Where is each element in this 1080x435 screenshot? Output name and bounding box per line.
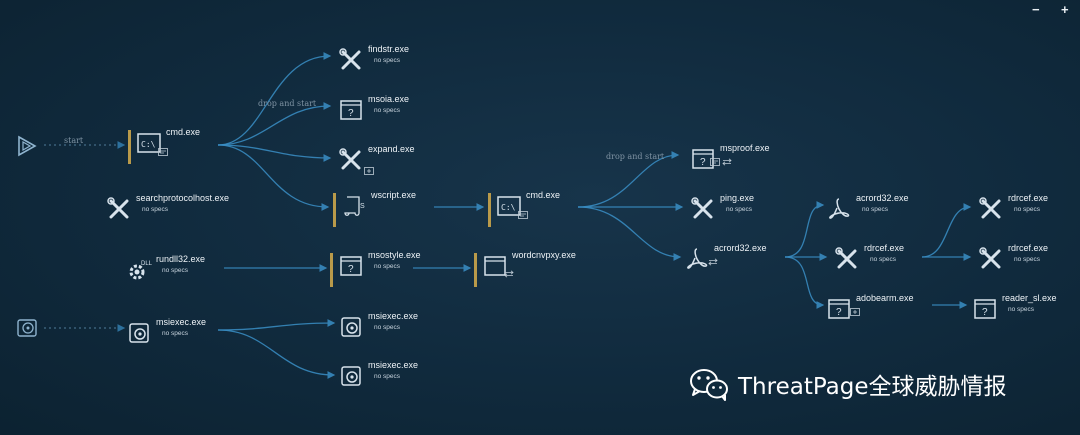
svg-text:C:\: C:\ [141,140,156,149]
process-spec: no specs [374,324,401,331]
network-flag-icon [710,158,720,166]
process-name: ping.exe [720,193,755,203]
process-name: cmd.exe [526,190,561,200]
window-icon [482,253,508,279]
process-name: msiexec.exe [368,311,419,321]
process-name: acrord32.exe [856,193,909,203]
svg-text:?: ? [348,108,354,119]
zoom-in-button[interactable]: + [1061,2,1069,17]
process-name: wordcnvpxy.exe [512,250,576,260]
process-spec: no specs [870,256,897,263]
connection-arrows-icon [708,258,718,266]
tools-icon [834,246,860,272]
installer-disc-icon [338,363,364,389]
network-flag-icon [158,148,168,156]
tools-icon [106,196,132,222]
svg-text:C:\: C:\ [501,203,516,212]
tools-icon [690,196,716,222]
tools-icon [338,147,364,173]
process-name: msoia.exe [368,94,410,104]
svg-text:?: ? [836,307,842,318]
edge-label-start: start [64,136,84,145]
process-name: acrord32.exe [714,243,767,253]
unknown-window-icon: ? [338,253,364,279]
process-name: msostyle.exe [368,250,421,260]
tools-icon [978,196,1004,222]
console-icon: C:\ [136,130,162,156]
svg-text:DLL: DLL [141,261,152,267]
wechat-logo-icon [688,367,730,401]
unknown-window-icon: ? [338,97,364,123]
process-spec: no specs [1008,306,1035,313]
installer-disc-icon [126,320,152,346]
process-name: findstr.exe [368,44,410,54]
process-name: reader_sl.exe [1002,293,1057,303]
process-spec: no specs [374,263,401,270]
tools-icon [338,47,364,73]
watermark-text: ThreatPage全球威胁情报 [738,374,1007,400]
acrobat-icon [826,196,852,222]
process-name: rdrcef.exe [864,243,905,253]
process-name: msiexec.exe [156,317,207,327]
zoom-out-button[interactable]: − [1032,2,1040,17]
svg-text:S: S [360,203,365,210]
process-spec: no specs [374,373,401,380]
root-disc-node[interactable] [16,317,38,339]
process-spec: no specs [1014,256,1041,263]
file-write-flag-icon [364,167,374,175]
script-icon: S [341,193,367,219]
status-marker [333,193,336,227]
tools-icon [978,246,1004,272]
process-spec: no specs [142,206,169,213]
process-name: wscript.exe [371,190,417,200]
connection-arrows-icon [722,158,732,166]
window-icon: ? [690,146,716,172]
process-spec: no specs [162,267,189,274]
process-spec: no specs [374,57,401,64]
process-name: searchprotocolhost.exe [136,193,230,203]
process-name: expand.exe [368,144,415,154]
process-name: adobearm.exe [856,293,914,303]
edge-label-drop-and-start: drop and start [258,99,317,108]
installer-disc-icon [338,314,364,340]
process-spec: no specs [1014,206,1041,213]
disc-drive-icon [17,319,37,337]
svg-text:?: ? [982,307,988,318]
status-marker [330,253,333,287]
edge-label-drop-and-start: drop and start [606,152,665,161]
unknown-window-icon: ? [972,296,998,322]
console-icon: C:\ [496,193,522,219]
status-marker [128,130,131,164]
process-name: rdrcef.exe [1008,243,1049,253]
unknown-window-icon: ? [826,296,852,322]
process-spec: no specs [726,206,753,213]
file-write-flag-icon [850,308,860,316]
acrobat-icon [684,246,710,272]
process-spec: no specs [862,206,889,213]
network-flag-icon [518,211,528,219]
process-name: msiexec.exe [368,360,419,370]
svg-text:?: ? [348,264,354,275]
dll-gear-icon: DLL [126,257,152,283]
status-marker [488,193,491,227]
process-spec: no specs [374,107,401,114]
process-name: cmd.exe [166,127,201,137]
watermark: ThreatPage全球威胁情报 [688,367,1007,401]
root-start-node[interactable] [16,135,38,157]
process-name: rundll32.exe [156,254,206,264]
connection-arrows-icon [504,270,514,278]
svg-text:?: ? [700,157,706,168]
play-start-icon [18,135,37,157]
process-name: msproof.exe [720,143,770,153]
process-spec: no specs [162,330,189,337]
status-marker [474,253,477,287]
process-name: rdrcef.exe [1008,193,1049,203]
